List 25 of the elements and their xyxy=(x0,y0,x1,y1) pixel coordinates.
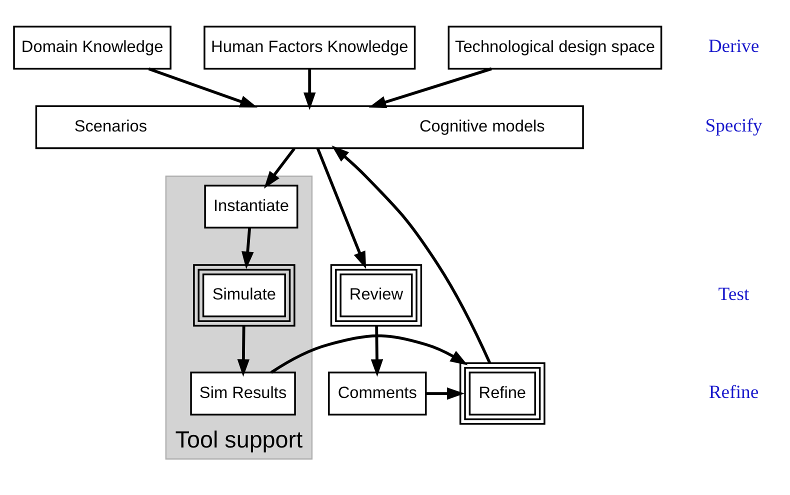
node-box: Domain Knowledge xyxy=(12,26,171,70)
arrow xyxy=(316,148,366,270)
label: Refine xyxy=(708,382,758,403)
label: Test xyxy=(718,284,749,305)
arrow xyxy=(368,67,492,108)
arrow xyxy=(148,68,258,108)
arrow xyxy=(236,326,250,377)
node-box: Simulate xyxy=(192,264,295,327)
arrow xyxy=(426,387,464,400)
arrow xyxy=(270,334,468,374)
arrow xyxy=(302,69,316,110)
arrow xyxy=(241,228,254,270)
arrow xyxy=(370,326,383,377)
node-box: Technological design space xyxy=(447,26,662,70)
node-box: Instantiate xyxy=(204,184,298,229)
node-box: Review xyxy=(330,264,422,327)
arrow xyxy=(331,146,491,364)
node-box: Refine xyxy=(458,362,545,425)
label: Specify xyxy=(704,116,762,137)
node-box: Comments xyxy=(328,372,426,416)
node-box: Scenarios Cognitive models xyxy=(34,105,584,150)
node-box: Sim Results xyxy=(190,372,296,416)
label: Derive xyxy=(708,36,759,58)
arrow xyxy=(263,148,295,189)
node-box: Human Factors Knowledge xyxy=(203,26,416,70)
